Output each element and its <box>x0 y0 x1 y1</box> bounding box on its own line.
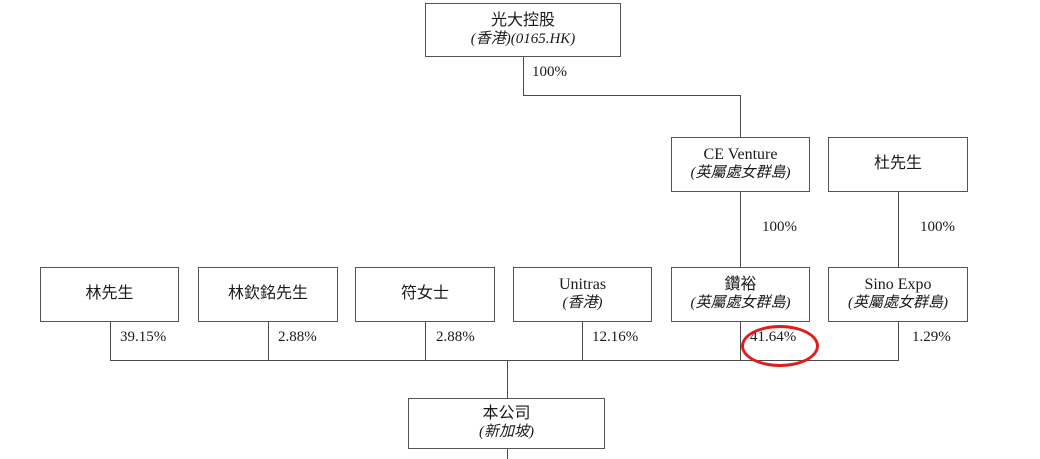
node-label-primary: Unitras <box>558 276 607 294</box>
node-label-primary: 杜先生 <box>873 155 922 173</box>
connector-shareholders-bus <box>110 360 899 361</box>
edge-label-du-to-sino-expo: 100% <box>920 219 955 235</box>
node-zuanyu[interactable]: 鑽裕 (英屬處女群島) <box>671 267 810 322</box>
node-label-primary: Sino Expo <box>864 276 932 294</box>
connector-bus-to-company <box>507 360 508 398</box>
connector-zuanyu-drop <box>740 322 741 361</box>
edge-label-parent-to-ce-venture: 100% <box>532 64 567 80</box>
node-mr-lin[interactable]: 林先生 <box>40 267 179 322</box>
edge-label-fu-to-company: 2.88% <box>436 329 475 345</box>
edge-label-ce-venture-to-zuanyu: 100% <box>762 219 797 235</box>
connector-ce-venture-to-zuanyu <box>740 192 741 267</box>
node-label-secondary: (英屬處女群島) <box>848 295 948 312</box>
connector-unitras-drop <box>582 322 583 361</box>
node-mr-du[interactable]: 杜先生 <box>828 137 968 192</box>
node-unitras[interactable]: Unitras (香港) <box>513 267 652 322</box>
node-sino-expo[interactable]: Sino Expo (英屬處女群島) <box>828 267 968 322</box>
node-label-primary: 符女士 <box>400 285 449 303</box>
edge-label-lin-to-company: 39.15% <box>120 329 167 345</box>
node-label-secondary: (香港) <box>562 295 603 312</box>
node-label-primary: 林欽銘先生 <box>227 285 308 303</box>
connector-parent-elbow <box>523 95 741 96</box>
node-label-secondary: (英屬處女群島) <box>690 295 791 312</box>
node-label-primary: 鑽裕 <box>724 276 757 294</box>
node-label-primary: CE Venture <box>703 146 778 164</box>
node-label-primary: 林先生 <box>85 285 134 303</box>
edge-label-sino-expo-to-company: 1.29% <box>912 329 951 345</box>
node-ce-venture[interactable]: CE Venture (英屬處女群島) <box>671 137 810 192</box>
node-guangda-holdings[interactable]: 光大控股 (香港)(0165.HK) <box>425 3 621 57</box>
node-mr-lin-qinming[interactable]: 林欽銘先生 <box>198 267 338 322</box>
connector-fu-drop <box>425 322 426 361</box>
node-the-company[interactable]: 本公司 (新加坡) <box>408 398 605 449</box>
connector-company-down <box>507 449 508 459</box>
edge-label-linqinming-to-company: 2.88% <box>278 329 317 345</box>
node-label-primary: 本公司 <box>482 405 531 423</box>
connector-du-to-sino-expo <box>898 192 899 267</box>
connector-sino-expo-drop <box>898 322 899 361</box>
node-label-secondary: (新加坡) <box>479 424 534 441</box>
edge-label-unitras-to-company: 12.16% <box>592 329 639 345</box>
connector-linqinming-drop <box>268 322 269 361</box>
connector-parent-down <box>523 57 524 95</box>
connector-lin-drop <box>110 322 111 361</box>
node-label-secondary: (香港)(0165.HK) <box>470 30 576 47</box>
connector-parent-to-ce-venture <box>740 95 741 137</box>
node-label-secondary: (英屬處女群島) <box>690 165 791 182</box>
node-ms-fu[interactable]: 符女士 <box>355 267 495 322</box>
node-label-primary: 光大控股 <box>490 11 555 29</box>
edge-label-zuanyu-to-company: 41.64% <box>750 329 797 345</box>
